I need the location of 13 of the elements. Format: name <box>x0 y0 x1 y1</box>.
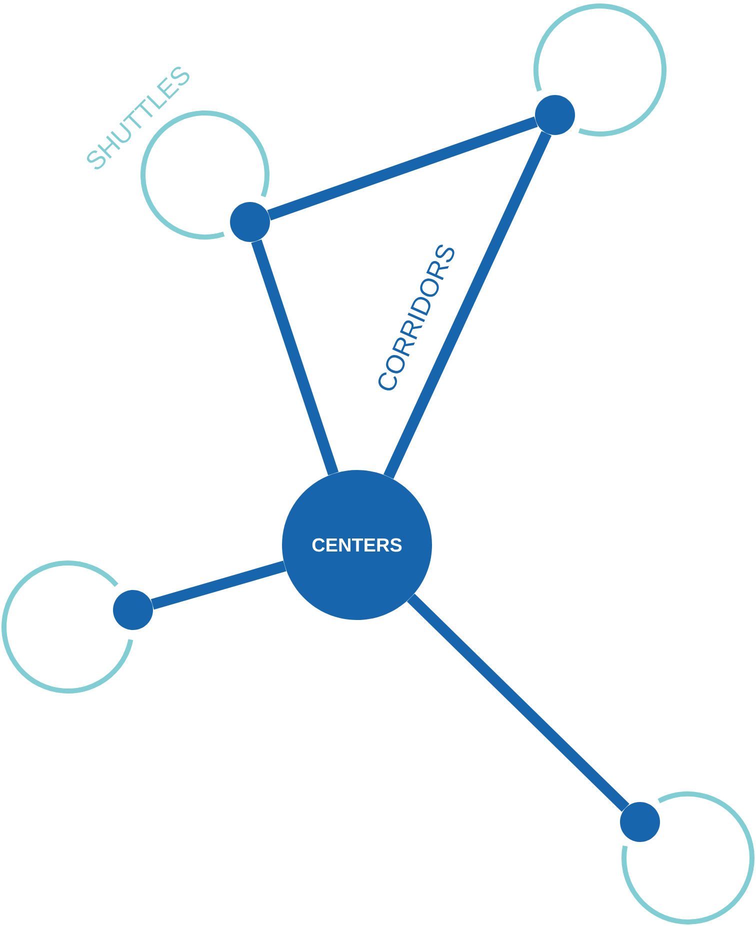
loop-ring <box>140 110 270 240</box>
dot <box>535 95 575 135</box>
dot <box>620 802 660 842</box>
connector-line <box>251 239 339 476</box>
connector-line <box>267 116 538 220</box>
dot <box>113 590 153 630</box>
connector-line <box>150 560 286 610</box>
loop-ring <box>534 4 666 136</box>
dot <box>230 202 270 242</box>
connector-line <box>406 594 630 812</box>
connector-line <box>383 131 552 479</box>
loop-ring <box>2 560 134 694</box>
loop-ring <box>622 792 754 924</box>
